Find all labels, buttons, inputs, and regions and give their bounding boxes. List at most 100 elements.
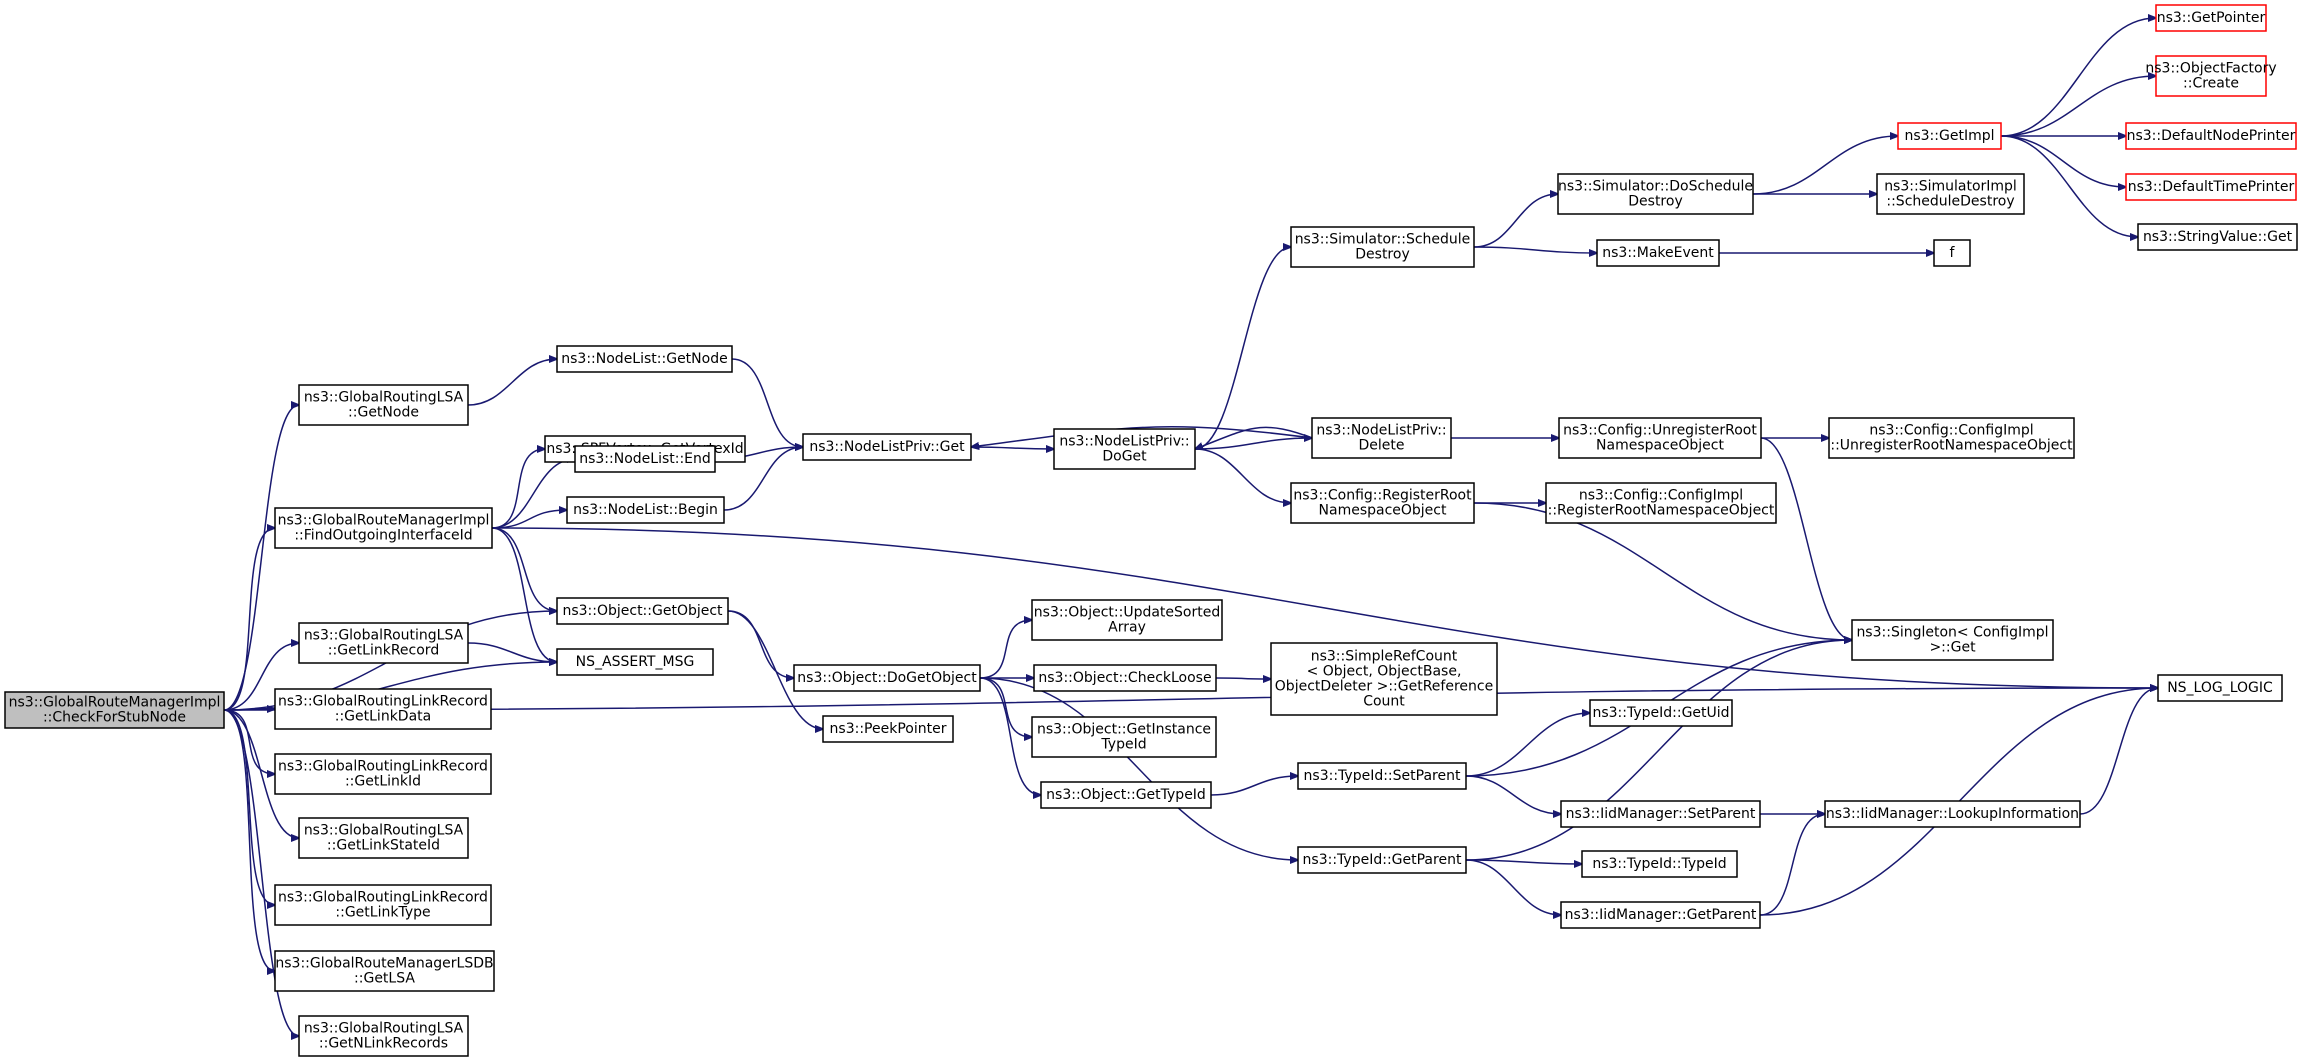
graph-node-ns-log-logic[interactable]: NS_LOG_LOGIC: [2157, 674, 2283, 702]
node-label: ns3::TypeId::SetParent: [1304, 768, 1461, 784]
node-box: [1270, 642, 1498, 716]
graph-node-checkloose[interactable]: ns3::Object::CheckLoose: [1033, 664, 1217, 692]
graph-node-f[interactable]: f: [1933, 239, 1971, 267]
graph-node-ns-assert[interactable]: NS_ASSERT_MSG: [556, 648, 714, 676]
graph-node-simimpl-scheduledestroy[interactable]: ns3::SimulatorImpl::ScheduleDestroy: [1876, 173, 2025, 215]
edge-find-out-to-ns-assert: [491, 527, 557, 662]
edge-object-dogetobject-to-updatesorted: [979, 620, 1032, 679]
node-box: [298, 817, 469, 859]
graph-node-objectfactory-create[interactable]: ns3::ObjectFactory::Create: [2145, 55, 2277, 97]
node-label: ::Create: [2183, 76, 2239, 92]
graph-node-lr-getlinkdata[interactable]: ns3::GlobalRoutingLinkRecord::GetLinkDat…: [274, 688, 492, 730]
edge-find-out-to-ns-log-logic: [491, 527, 2158, 688]
edge-object-getobject-to-peekpointer: [727, 610, 823, 729]
node-label: ObjectDeleter >::GetReference: [1275, 679, 1493, 695]
graph-node-nodelist-getnode[interactable]: ns3::NodeList::GetNode: [556, 345, 733, 373]
node-box: [298, 384, 469, 426]
node-label: ns3::Config::ConfigImpl: [1579, 488, 1743, 504]
graph-node-stringvalue-get[interactable]: ns3::StringValue::Get: [2137, 223, 2298, 251]
graph-node-typeid-getparent[interactable]: ns3::TypeId::GetParent: [1297, 846, 1467, 874]
node-box: [1290, 482, 1475, 524]
node-label: ::ScheduleDestroy: [1886, 194, 2014, 210]
node-label: NS_LOG_LOGIC: [2167, 680, 2273, 696]
edge-typeid-getparent-to-singleton-get: [1465, 640, 1852, 861]
graph-node-iid-getparent[interactable]: ns3::IidManager::GetParent: [1560, 901, 1761, 929]
graph-node-nlp-doget[interactable]: ns3::NodeListPriv::DoGet: [1053, 428, 1196, 470]
graph-node-configimpl-register[interactable]: ns3::Config::ConfigImpl::RegisterRootNam…: [1545, 482, 1777, 524]
node-box: [1933, 239, 1971, 267]
graph-node-typeid-typeid[interactable]: ns3::TypeId::TypeId: [1581, 850, 1738, 878]
graph-node-find-out[interactable]: ns3::GlobalRouteManagerImpl::FindOutgoin…: [274, 507, 493, 549]
graph-node-iid-lookup[interactable]: ns3::IidManager::LookupInformation: [1824, 800, 2081, 828]
graph-node-root[interactable]: ns3::GlobalRouteManagerImpl::CheckForStu…: [4, 691, 225, 729]
edge-iid-lookup-to-ns-log-logic: [2079, 688, 2158, 815]
node-label: NS_ASSERT_MSG: [576, 654, 695, 670]
graph-node-lsa-getlinkstateid[interactable]: ns3::GlobalRoutingLSA::GetLinkStateId: [298, 817, 469, 859]
graph-node-getpointer[interactable]: ns3::GetPointer: [2155, 4, 2267, 32]
edge-object-gettypeid-to-typeid-setparent: [1210, 776, 1298, 796]
node-box: [1581, 850, 1738, 878]
node-box: [1828, 417, 2075, 459]
graph-node-defaulttimeprinter[interactable]: ns3::DefaultTimePrinter: [2125, 173, 2297, 201]
graph-node-configimpl-unregister[interactable]: ns3::Config::ConfigImpl::UnregisterRootN…: [1828, 417, 2075, 459]
edge-config-registerroot-to-singleton-get: [1473, 502, 1852, 640]
graph-node-lsa-getnode[interactable]: ns3::GlobalRoutingLSA::GetNode: [298, 384, 469, 426]
graph-node-config-registerroot[interactable]: ns3::Config::RegisterRootNamespaceObject: [1290, 482, 1475, 524]
graph-node-makeevent[interactable]: ns3::MakeEvent: [1596, 239, 1720, 267]
graph-node-typeid-setparent[interactable]: ns3::TypeId::SetParent: [1297, 762, 1467, 790]
graph-node-config-unregisterroot[interactable]: ns3::Config::UnregisterRootNamespaceObje…: [1558, 417, 1762, 459]
node-label: ns3::Simulator::Schedule: [1295, 232, 1471, 248]
node-label: ns3::NodeListPriv::: [1316, 423, 1446, 439]
graph-node-lsa-getnlinkrecords[interactable]: ns3::GlobalRoutingLSA::GetNLinkRecords: [298, 1015, 469, 1057]
node-label: ns3::Object::CheckLoose: [1038, 670, 1211, 686]
graph-node-object-getobject[interactable]: ns3::Object::GetObject: [556, 597, 729, 625]
node-label: ns3::NodeList::End: [579, 451, 711, 467]
edge-config-unregisterroot-to-singleton-get: [1760, 437, 1852, 640]
node-box: [274, 950, 495, 992]
node-box: [1596, 239, 1720, 267]
node-label: ns3::Object::GetTypeId: [1046, 787, 1206, 803]
node-box: [1311, 417, 1452, 459]
edge-root-to-lr-getlinktype: [223, 709, 275, 905]
node-label: ns3::ObjectFactory: [2145, 61, 2276, 77]
graph-node-nlp-get[interactable]: ns3::NodeListPriv::Get: [802, 433, 972, 461]
node-label: ::GetLSA: [354, 971, 415, 987]
node-label: ns3::GlobalRoutingLSA: [304, 823, 464, 839]
graph-node-iid-setparent[interactable]: ns3::IidManager::SetParent: [1560, 800, 1761, 828]
graph-node-singleton-get[interactable]: ns3::Singleton< ConfigImpl >::Get: [1851, 619, 2054, 661]
graph-node-nodelist-begin[interactable]: ns3::NodeList::Begin: [566, 496, 725, 524]
edge-root-to-lsdb-getlsa: [223, 709, 275, 971]
edge-getimpl-to-objectfactory-create: [2000, 76, 2156, 137]
graph-node-lsa-getlinkrecord[interactable]: ns3::GlobalRoutingLSA::GetLinkRecord: [298, 622, 469, 664]
graph-node-nodelist-end[interactable]: ns3::NodeList::End: [574, 445, 716, 473]
graph-node-nlp-delete[interactable]: ns3::NodeListPriv::Delete: [1311, 417, 1452, 459]
node-label: ns3::NodeListPriv::: [1059, 434, 1189, 450]
node-label: Delete: [1359, 438, 1405, 454]
edge-iid-getparent-to-iid-lookup: [1759, 814, 1825, 916]
graph-node-lr-getlinkid[interactable]: ns3::GlobalRoutingLinkRecord::GetLinkId: [274, 753, 492, 795]
graph-node-object-dogetobject[interactable]: ns3::Object::DoGetObject: [793, 664, 981, 692]
edge-nlp-get-to-nlp-doget: [970, 447, 1054, 449]
edge-getimpl-to-stringvalue-get: [2000, 135, 2138, 237]
node-label: ::GetLinkType: [335, 905, 430, 921]
graph-node-typeid-getuid[interactable]: ns3::TypeId::GetUid: [1589, 699, 1733, 727]
edge-nodelist-getnode-to-nlp-get: [731, 358, 803, 447]
graph-node-getimpl[interactable]: ns3::GetImpl: [1897, 122, 2002, 150]
graph-node-defaultnodeprinter[interactable]: ns3::DefaultNodePrinter: [2125, 122, 2297, 150]
graph-node-peekpointer[interactable]: ns3::PeekPointer: [822, 715, 954, 743]
node-box: [2125, 173, 2297, 201]
graph-node-object-gettypeid[interactable]: ns3::Object::GetTypeId: [1040, 781, 1212, 809]
graph-node-simplerefcount[interactable]: ns3::SimpleRefCount< Object, ObjectBase,…: [1270, 642, 1498, 716]
edge-nlp-delete-to-nlp-get: [971, 426, 1313, 447]
edge-getimpl-to-getpointer: [2000, 18, 2156, 137]
graph-node-lr-getlinktype[interactable]: ns3::GlobalRoutingLinkRecord::GetLinkTyp…: [274, 884, 492, 926]
node-box: [274, 507, 493, 549]
graph-node-lsdb-getlsa[interactable]: ns3::GlobalRouteManagerLSDB::GetLSA: [274, 950, 495, 992]
graph-node-sim-scheduledestroy[interactable]: ns3::Simulator::ScheduleDestroy: [1290, 226, 1475, 268]
node-box: [1557, 173, 1754, 215]
node-label: ns3::NodeList::Begin: [573, 502, 718, 518]
node-label: ns3::DefaultTimePrinter: [2128, 179, 2295, 195]
